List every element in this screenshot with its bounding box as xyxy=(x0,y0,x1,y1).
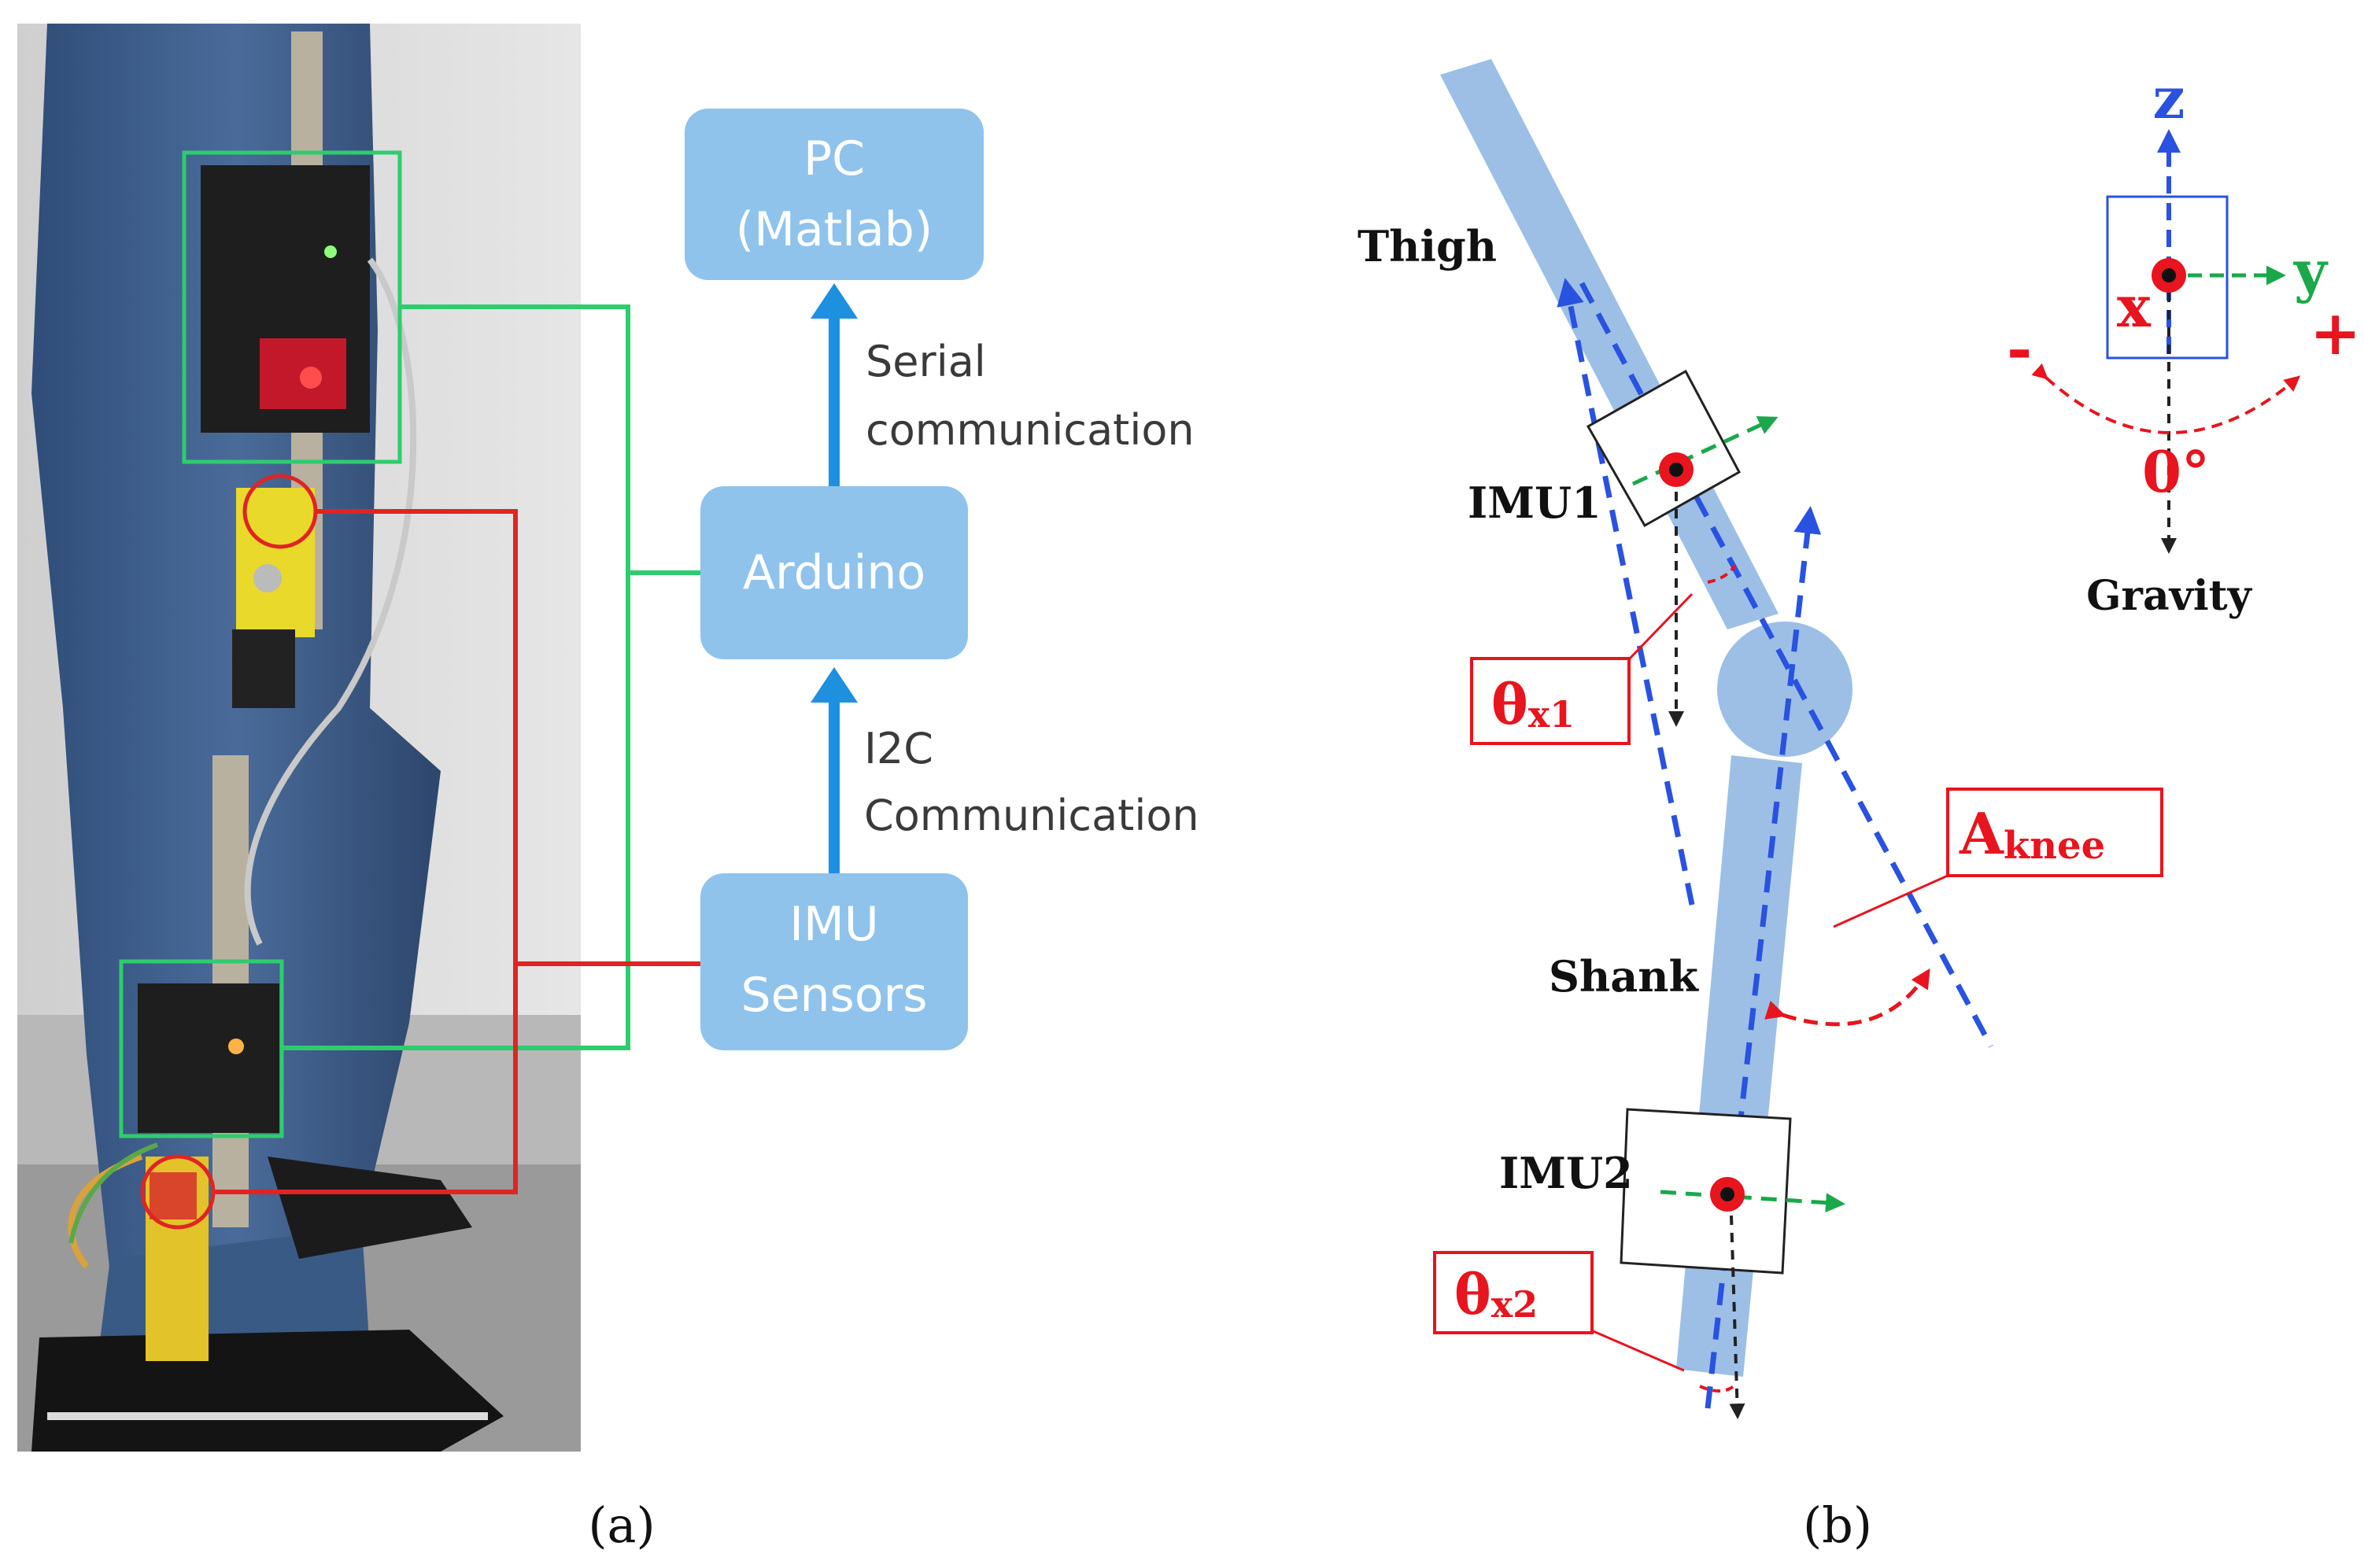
knee-angle-symbol: A xyxy=(1959,800,2004,867)
arduino-label: Arduino xyxy=(743,545,925,600)
zero-angle-label: 0° xyxy=(2142,438,2210,505)
x-axis-label: x xyxy=(2117,273,2152,340)
caption-a: (a) xyxy=(588,1496,655,1554)
imu-label-line2: Sensors xyxy=(741,968,928,1023)
imu-label-line1: IMU xyxy=(789,897,878,952)
theta-x2-symbol: θ xyxy=(1454,1262,1491,1327)
imu1-box xyxy=(1586,369,1779,727)
svg-text:Aknee: Aknee xyxy=(1959,800,2105,868)
serial-arrow xyxy=(811,283,858,486)
imu2-box xyxy=(1620,1108,1845,1419)
arduino-block: Arduino xyxy=(700,486,968,659)
panel-a: PC (Matlab) Arduino IMU Sensors Serial c… xyxy=(17,24,1199,1554)
panel-b: Thigh Shank IMU1 IMU2 θx1 θx2 Aknee xyxy=(1357,59,2361,1554)
pc-label-line2: (Matlab) xyxy=(736,202,933,257)
shank-segment xyxy=(1676,755,1802,1377)
reference-frame: z y x - + 0° Gravity xyxy=(2007,65,2361,620)
theta-x1-sub: x1 xyxy=(1528,693,1575,736)
theta-x1-callout: θx1 xyxy=(1470,592,1694,745)
serial-label-line1: Serial xyxy=(866,337,986,386)
i2c-arrow xyxy=(811,667,858,873)
wiring xyxy=(212,304,700,1194)
theta-x2-sub: x2 xyxy=(1491,1283,1538,1326)
pc-block: PC (Matlab) xyxy=(685,109,984,280)
plus-sign: + xyxy=(2310,297,2361,369)
thigh-axis xyxy=(1557,278,1695,906)
imu2-label: IMU2 xyxy=(1499,1148,1633,1198)
caption-b: (b) xyxy=(1803,1496,1872,1554)
thigh-label: Thigh xyxy=(1357,221,1497,271)
y-axis-label: y xyxy=(2293,238,2329,304)
theta-x2-callout: θx2 xyxy=(1433,1251,1685,1372)
knee-angle-sub: knee xyxy=(2004,824,2105,868)
gravity-label: Gravity xyxy=(2086,572,2252,620)
svg-text:θx1: θx1 xyxy=(1491,672,1575,737)
knee-angle-arc xyxy=(1764,968,1930,1027)
z-axis-label: z xyxy=(2153,65,2185,131)
thigh-segment xyxy=(1440,59,1779,629)
i2c-label-line1: I2C xyxy=(864,724,933,773)
imu-sensors-block: IMU Sensors xyxy=(700,873,968,1050)
minus-sign: - xyxy=(2007,313,2032,385)
pc-label-line1: PC xyxy=(803,131,865,186)
theta-x1-symbol: θ xyxy=(1491,672,1528,737)
shank-label: Shank xyxy=(1549,951,1700,1002)
serial-label-line2: communication xyxy=(866,405,1195,455)
svg-text:θx2: θx2 xyxy=(1454,1262,1538,1327)
leg-photo xyxy=(17,24,581,1452)
i2c-label-line2: Communication xyxy=(864,791,1199,840)
knee-angle-callout: Aknee xyxy=(1833,788,2163,928)
imu1-label: IMU1 xyxy=(1468,478,1601,528)
